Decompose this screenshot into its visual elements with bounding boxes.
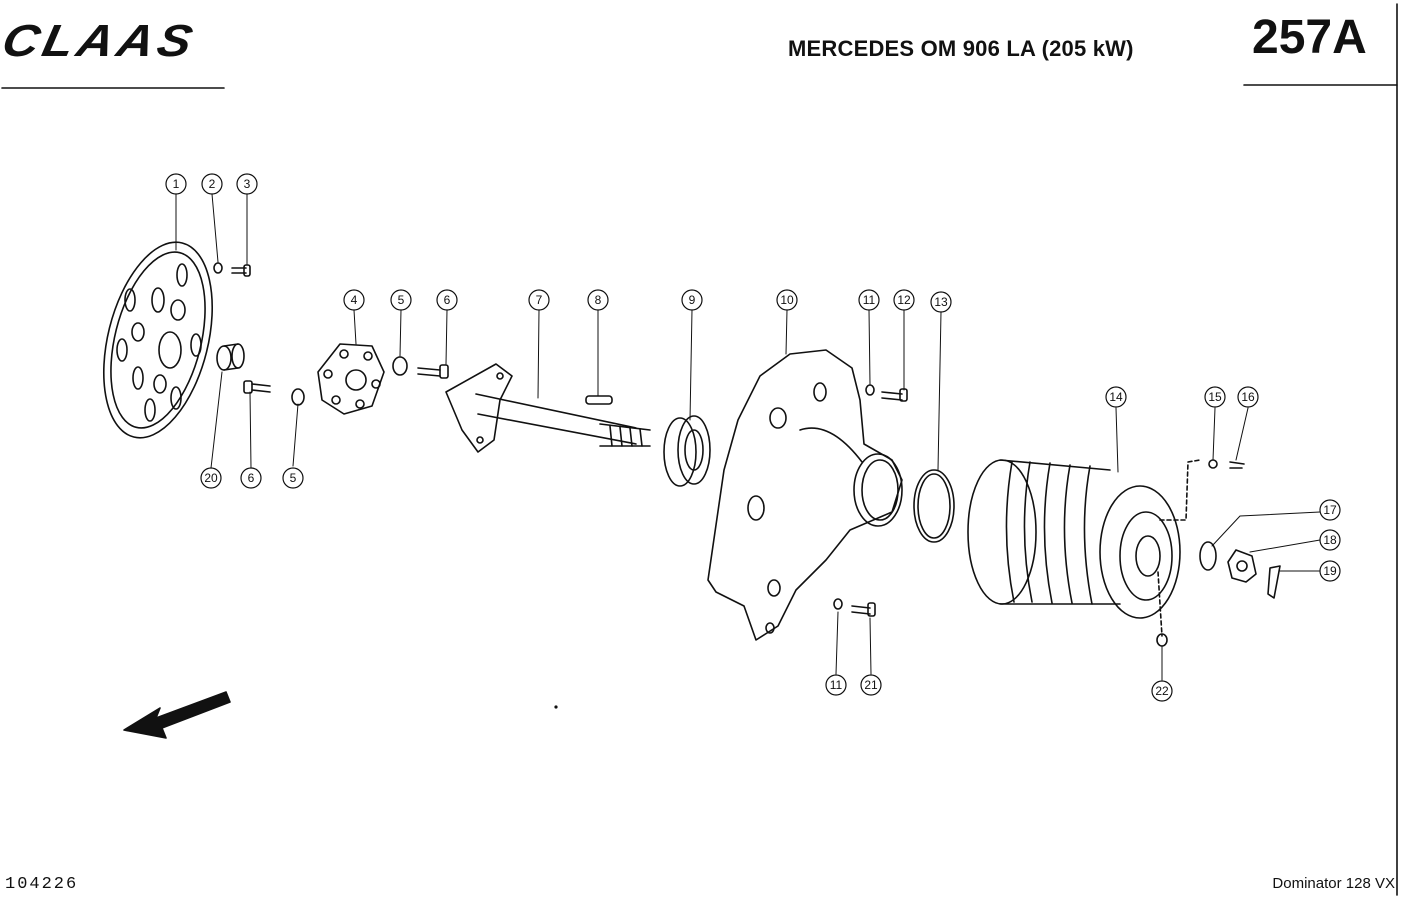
flex-plate: [102, 241, 214, 439]
callout-7: 7: [536, 293, 543, 307]
callout-8: 8: [595, 293, 602, 307]
bolt: [243, 380, 271, 394]
washer: [213, 262, 223, 274]
callout-15: 15: [1208, 390, 1222, 404]
callout-22: 22: [1155, 684, 1169, 698]
leader-line-dashed: [1159, 459, 1201, 521]
washer: [833, 598, 843, 610]
washer: [865, 384, 875, 396]
machine-model: Dominator 128 VX: [1272, 875, 1395, 892]
pto-housing: [707, 349, 903, 641]
castle-nut: [1227, 549, 1257, 583]
page-code: 257A: [1252, 11, 1367, 64]
callout-4: 4: [351, 293, 358, 307]
callout-labels: 1 2 3 4 5 6 7 8 9 10 11 12 13 14 15 16 1…: [165, 173, 1341, 702]
page-title: MERCEDES OM 906 LA (205 kW): [788, 36, 1134, 61]
flexible-coupling: [317, 343, 385, 415]
belt-pulley: [967, 459, 1181, 619]
callout-17: 17: [1323, 503, 1337, 517]
grease-nipple: [1208, 459, 1218, 469]
leader-line-dashed: [1157, 571, 1163, 637]
shaft-key: [585, 395, 613, 405]
washer: [392, 356, 408, 376]
callout-6: 6: [444, 293, 451, 307]
callout-9: 9: [689, 293, 696, 307]
callout-leaders: [175, 193, 1321, 681]
speck: [554, 705, 558, 709]
thrust-washer: [1199, 541, 1217, 571]
callout-12: 12: [897, 293, 911, 307]
callout-11: 11: [863, 293, 876, 307]
callout-16: 16: [1241, 390, 1255, 404]
callout-5: 5: [398, 293, 405, 307]
callout-20: 20: [204, 471, 218, 485]
callout-6-lower: 6: [248, 471, 255, 485]
bushing: [216, 343, 245, 371]
drawing-reference-number: 104226: [5, 875, 79, 894]
callout-2: 2: [209, 177, 216, 191]
callout-1: 1: [173, 177, 180, 191]
bolt: [881, 388, 908, 402]
callout-10: 10: [780, 293, 794, 307]
callout-13: 13: [934, 295, 948, 309]
direction-arrow-icon: [123, 691, 231, 739]
callout-19: 19: [1323, 564, 1337, 578]
ball-bearing: [663, 415, 711, 487]
washer: [291, 388, 305, 406]
callout-14: 14: [1109, 390, 1123, 404]
drive-shaft: [445, 363, 651, 453]
bolt: [231, 264, 251, 277]
pin: [1229, 461, 1245, 469]
split-pin: [1267, 565, 1281, 599]
callout-21: 21: [864, 678, 878, 692]
callout-3: 3: [244, 177, 251, 191]
callout-5-lower: 5: [290, 471, 297, 485]
circlip: [913, 469, 955, 543]
callout-11-lower: 11: [830, 678, 843, 692]
bolt: [417, 364, 449, 379]
callout-18: 18: [1323, 533, 1337, 547]
bolt: [851, 602, 876, 617]
